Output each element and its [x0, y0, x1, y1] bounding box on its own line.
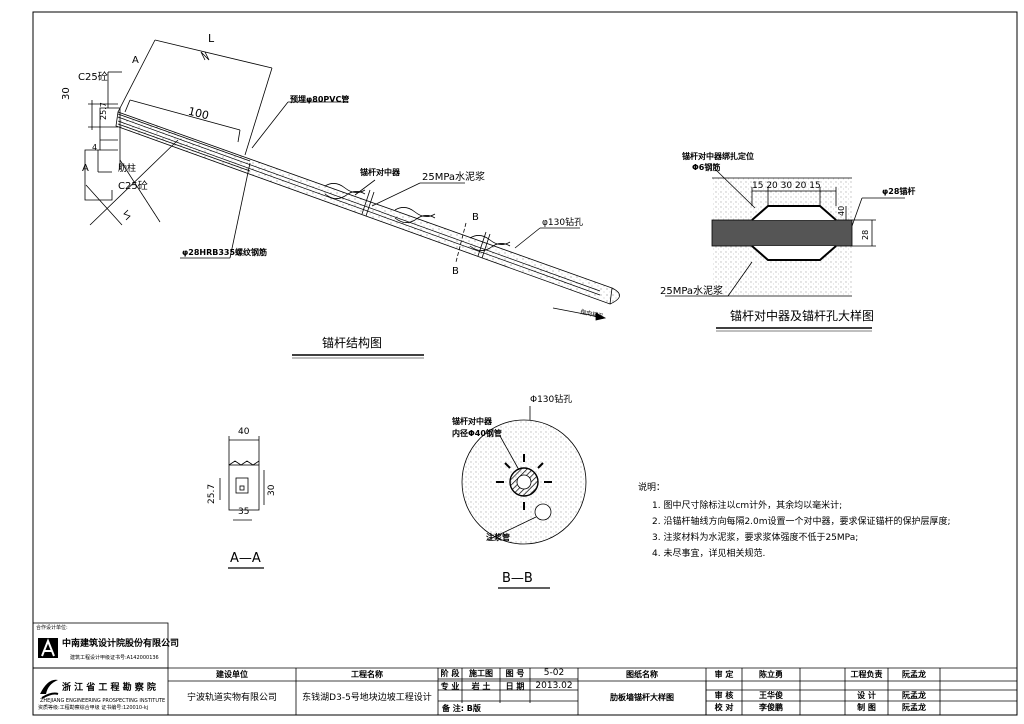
remarks: 备 注: B版 — [442, 704, 481, 713]
note-2: 2. 沿锚杆轴线方向每隔2.0m设置一个对中器，要求保证锚杆的保护层厚度; — [652, 517, 951, 527]
title-block-grid — [32, 622, 1017, 716]
detail-dim-28: 28 — [861, 229, 870, 240]
section-bb-title: B—B — [502, 571, 533, 586]
institute-cert: 资质等级:工程勘察综合甲级 证书编号:120010-kj — [38, 705, 149, 711]
review-label: 审 核 — [714, 690, 734, 700]
drawing-name-value: 肋板墙锚杆大样图 — [610, 693, 674, 702]
section-b-top-label: B — [472, 212, 479, 223]
grout-label: 25MPa水泥浆 — [422, 172, 486, 183]
fixing-label: 锚杆对中器绑扎定位 — [682, 152, 754, 161]
section-bb-drawing — [461, 406, 587, 589]
institute-cn: 浙 江 省 工 程 勘 察 院 — [62, 683, 156, 693]
institute-logo — [40, 679, 59, 699]
check-value: 李俊鹏 — [759, 703, 783, 712]
note-3: 3. 注浆材料为水泥浆，要求浆体强度不低于25MPa; — [652, 533, 859, 543]
aa-dim-25-7: 25.7 — [207, 483, 217, 504]
project-label: 工程名称 — [351, 669, 383, 679]
approve-label: 审 定 — [714, 669, 734, 679]
project-value: 东钱湖D3-5号地块边坡工程设计 — [302, 692, 432, 703]
note-4: 4. 未尽事宜，详见相关规范. — [652, 549, 766, 559]
dim-30-label: 30 — [61, 87, 72, 100]
company-main: 中南建筑设计院股份有限公司 — [62, 639, 180, 649]
anchor-structure-drawing — [84, 39, 620, 359]
dim-25-7-label: 25.7 — [99, 102, 108, 120]
check-label: 校 对 — [714, 703, 734, 712]
detail-dim-40: 40 — [837, 205, 846, 216]
bar-phi6-label: Φ6钢筋 — [692, 163, 721, 172]
specialty-value: 岩 土 — [471, 681, 491, 691]
section-aa-drawing — [219, 436, 265, 569]
c25-pillar-label: C25砼 — [118, 181, 148, 192]
date-value: 2013.02 — [535, 681, 573, 691]
notes-heading: 说明： — [638, 483, 666, 493]
section-aa-title: A—A — [230, 551, 261, 566]
detail-grout-label: 25MPa水泥浆 — [660, 286, 724, 297]
sheet-border — [32, 11, 1018, 716]
company-logo — [38, 638, 58, 658]
design-value: 阮孟龙 — [902, 690, 926, 700]
client-value: 宁波轨道实物有限公司 — [186, 692, 277, 703]
draw-value: 阮孟龙 — [902, 703, 926, 712]
drawing-name-label: 图纸名称 — [626, 669, 658, 679]
centralizer-detail — [665, 169, 905, 332]
bb-inner-label: 内径Φ40钢管 — [452, 429, 502, 438]
detail-title: 锚杆对中器及锚杆孔大样图 — [730, 309, 875, 323]
drawing-no-value: 5-02 — [543, 668, 565, 678]
bb-centralizer-label: 锚杆对中器 — [452, 417, 492, 426]
bb-grout-pipe-label: 注浆管 — [486, 533, 510, 542]
specialty-label: 专 业 — [440, 681, 460, 691]
cooperator-label: 合作设计单位: — [36, 625, 68, 631]
centralizer-label: 锚杆对中器 — [360, 168, 400, 177]
section-a-top-label: A — [132, 55, 139, 66]
section-a-bottom-label: A — [82, 163, 89, 174]
pm-value: 阮孟龙 — [902, 669, 926, 679]
review-value: 王华俊 — [759, 690, 783, 700]
rebar-label: φ28HRB335螺纹钢筋 — [182, 248, 268, 257]
date-label: 日 期 — [505, 681, 525, 691]
note-1: 1. 图中尺寸除标注以cm计外，其余均以毫米计; — [652, 501, 843, 511]
dim-l-label: L — [208, 32, 215, 45]
hole-label: φ130钻孔 — [542, 218, 584, 228]
c25-top-label: C25砼 — [78, 72, 108, 83]
draw-label: 制 图 — [857, 703, 876, 712]
detail-dims-label: 15 20 30 20 15 — [752, 181, 821, 191]
pillar-label: 肋柱 — [118, 164, 137, 174]
aa-dim-35: 35 — [238, 507, 250, 517]
bb-hole-label: Φ130钻孔 — [530, 395, 573, 405]
drawing-no-label: 图 号 — [505, 668, 525, 678]
pvc-label: 预埋φ80PVC管 — [290, 95, 350, 104]
stage-label: 阶 段 — [440, 668, 460, 678]
company-sub: 建筑工程设计甲级证书号:A142000136 — [70, 655, 159, 661]
aa-dim-30: 30 — [267, 484, 277, 496]
institute-en: ZHEJIANG ENGINEERING PROSPECTING INSTITU… — [40, 698, 166, 704]
design-label: 设 计 — [857, 690, 876, 700]
anchor-label: φ28锚杆 — [882, 187, 916, 196]
dim-4-label: 4 — [92, 143, 98, 152]
approve-value: 陈立勇 — [759, 669, 783, 679]
main-drawing-title: 锚杆结构图 — [322, 336, 383, 350]
client-label: 建设单位 — [216, 669, 248, 679]
section-b-bottom-label: B — [452, 266, 459, 277]
stage-value: 施工图 — [469, 668, 493, 678]
pm-label: 工程负责 — [850, 669, 883, 679]
aa-dim-40: 40 — [238, 427, 250, 437]
